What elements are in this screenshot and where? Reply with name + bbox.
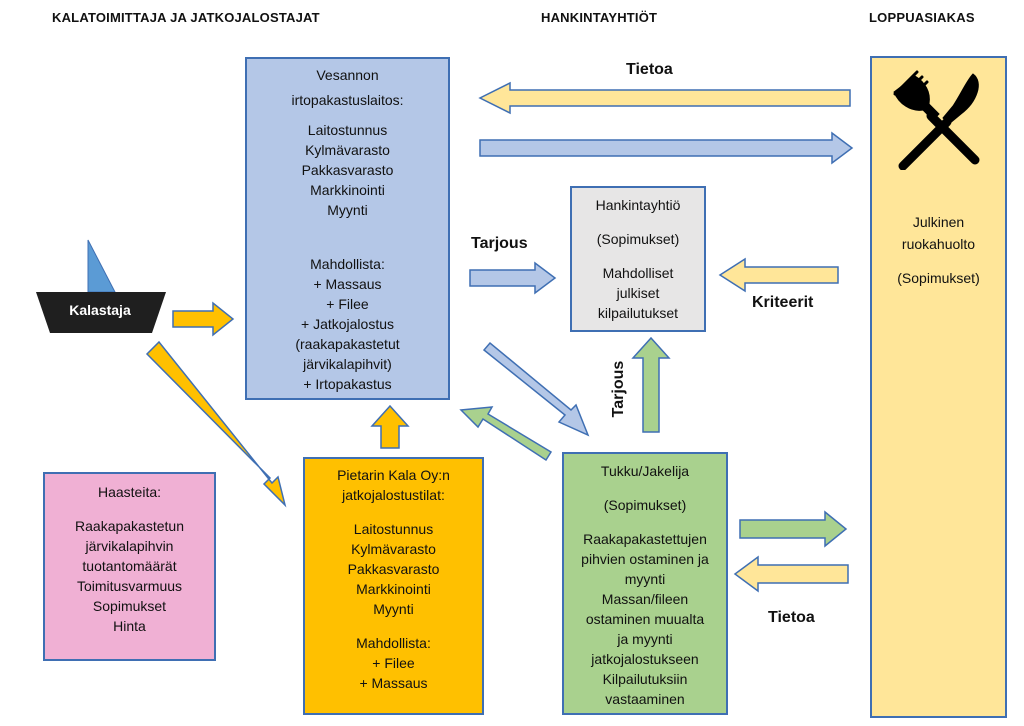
haasteita-item: tuotantomäärät [82,558,177,574]
tukku-box: Tukku/Jakelija (Sopimukset) Raakapakaste… [562,452,728,715]
loppuasiakas-contracts: (Sopimukset) [897,270,980,286]
arrow-vesanto-to-tukku [482,341,590,437]
hankinta-line: kilpailutukset [597,305,679,321]
vesanto-item: Kylmävarasto [305,142,390,158]
tukku-line: pihvien ostaminen ja [581,551,709,567]
haasteita-item: Sopimukset [92,598,167,614]
arrow-kalastaja-to-pietari [145,340,287,508]
vesanto-item: Myynti [327,202,368,218]
hankinta-line: julkiset [616,285,660,301]
pietari-box: Pietarin Kala Oy:n jatkojalostustilat: L… [303,457,484,715]
arrow-tukku-to-customer [739,510,848,548]
arrow-pietari-to-vesanto [370,404,410,449]
sail-icon [87,239,116,293]
haasteita-item: Toimitusvarmuus [76,578,183,594]
pietari-item: Myynti [373,601,414,617]
tukku-line: jatkojalostukseen [591,651,699,667]
haasteita-item: järvikalapihvin [85,538,174,554]
label-tietoa-bottom: Tietoa [768,609,815,626]
label-tarjous-mid: Tarjous [471,235,528,252]
pietari-title-2: jatkojalostustilat: [342,487,445,503]
vesanto-box: Vesannon irtopakastuslaitos: Laitostunnu… [245,57,450,400]
vesanto-possible: (raakapakastetut [295,336,400,352]
haasteita-item: Hinta [113,618,146,634]
header-suppliers: KALATOIMITTAJA JA JATKOJALOSTAJAT [52,10,320,25]
tukku-line: Kilpailutuksiin [602,671,688,687]
hankinta-contracts: (Sopimukset) [596,231,680,247]
pietari-possible: + Massaus [359,675,428,691]
vesanto-possible: + Filee [326,296,369,312]
tukku-line: Raakapakastettujen [583,531,707,547]
loppuasiakas-box: Julkinen ruokahuolto (Sopimukset) [870,56,1007,718]
pietari-item: Pakkasvarasto [347,561,440,577]
boat-label: Kalastaja [69,302,131,318]
arrow-kalastaja-to-vesanto [172,301,235,337]
hankinta-line: Mahdolliset [602,265,674,281]
header-procurement: HANKINTAYHTIÖT [541,10,658,25]
arrow-tietoa-bottom [733,555,849,593]
boat-hull [36,292,166,333]
hankinta-box: Hankintayhtiö (Sopimukset) Mahdolliset j… [570,186,706,332]
pietari-item: Kylmävarasto [351,541,436,557]
haasteita-item: Raakapakastetun [75,518,184,534]
arrow-kriteerit [718,257,839,293]
vesanto-title-2: irtopakastuslaitos: [291,92,404,108]
label-tarjous-vertical: Tarjous [610,360,627,418]
tukku-line: vastaaminen [605,691,685,707]
tukku-line: ja myynti [617,631,673,647]
pietari-possible-title: Mahdollista: [356,635,431,651]
arrow-tukku-to-hankinta [631,336,671,433]
fork-knife-icon [892,70,979,170]
arrow-info-to-customer [479,131,854,165]
vesanto-possible-title: Mahdollista: [310,256,385,272]
arrow-tukku-to-vesanto [459,406,553,462]
vesanto-item: Laitostunnus [307,122,388,138]
vesanto-item: Markkinointi [310,182,385,198]
pietari-item: Markkinointi [356,581,431,597]
arrow-tietoa-top [478,81,851,115]
vesanto-possible: + Jatkojalostus [301,316,394,332]
pietari-possible: + Filee [372,655,415,671]
tukku-line: myynti [624,571,666,587]
label-kriteerit: Kriteerit [752,294,814,311]
haasteita-box: Haasteita: Raakapakastetun järvikalapihv… [43,472,216,661]
vesanto-possible: + Irtopakastus [303,376,392,392]
tukku-contracts: (Sopimukset) [603,497,687,513]
label-tietoa-top: Tietoa [626,61,673,78]
hankinta-title: Hankintayhtiö [595,197,681,213]
pietari-item: Laitostunnus [353,521,434,537]
vesanto-title-1: Vesannon [316,67,379,83]
vesanto-possible: + Massaus [313,276,382,292]
loppuasiakas-line: ruokahuolto [901,236,976,252]
vesanto-possible: järvikalapihvit) [303,356,392,372]
tukku-line: ostaminen muualta [585,611,705,627]
haasteita-title: Haasteita: [97,484,162,500]
boat-icon [36,239,166,333]
header-end-customer: LOPPUASIAKAS [869,10,975,25]
arrow-tarjous-to-hankinta [469,261,557,295]
pietari-title-1: Pietarin Kala Oy:n [337,467,450,483]
tukku-title: Tukku/Jakelija [600,463,690,479]
vesanto-item: Pakkasvarasto [301,162,394,178]
loppuasiakas-line: Julkinen [912,214,965,230]
tukku-line: Massan/fileen [601,591,689,607]
